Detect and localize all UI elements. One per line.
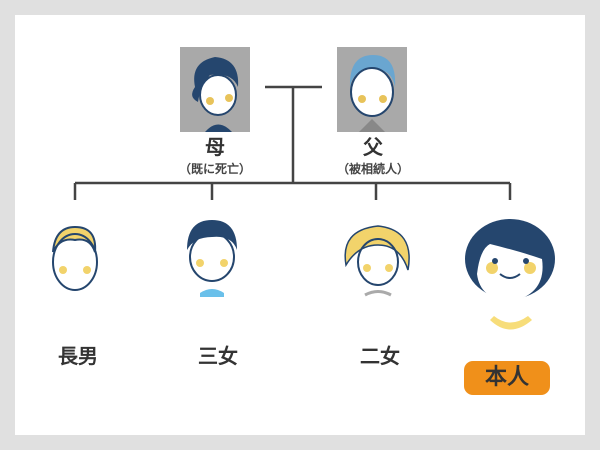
- eldest-son-face-icon: [52, 225, 98, 291]
- child-label-eldest-son: 長男: [58, 344, 98, 368]
- self-badge: 本人: [464, 361, 550, 395]
- father-face-icon: [349, 55, 396, 132]
- father-note: （被相続人）: [336, 162, 409, 176]
- father-portrait: [337, 47, 407, 132]
- mother-label: 母: [205, 135, 225, 159]
- mother-note: （既に死亡）: [178, 162, 251, 176]
- child-label-third-daughter: 三女: [198, 344, 238, 368]
- mother-portrait: [180, 47, 250, 132]
- child-label-second-daughter: 二女: [360, 344, 400, 368]
- mother-face-icon: [192, 57, 239, 132]
- third-daughter-face-icon: [187, 220, 237, 297]
- second-daughter-face-icon: [344, 225, 410, 297]
- self-face-icon: [465, 219, 555, 330]
- father-label: 父: [363, 135, 383, 159]
